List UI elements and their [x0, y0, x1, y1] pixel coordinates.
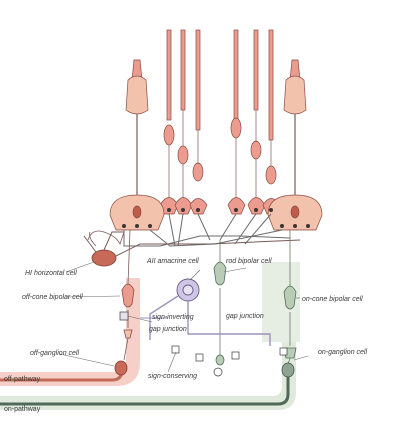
label-sign-inverting: sign-inverting: [152, 314, 194, 321]
label-gap-junction-left: gap junction: [149, 326, 187, 333]
label-sign-conserving: sign-conserving: [148, 373, 197, 380]
label-aii-amacrine-cell: AII amacrine cell: [147, 258, 199, 265]
label-hi-horizontal-cell: HI horizontal cell: [25, 270, 77, 277]
label-off-pathway: off-pathway: [4, 376, 40, 383]
label-rod-bipolar-cell: rod bipolar cell: [226, 258, 272, 265]
label-on-ganglion-cell: on-ganglion cell: [318, 349, 367, 356]
label-on-pathway: on-pathway: [4, 406, 40, 413]
label-off-ganglion-cell: off-ganglion cell: [30, 350, 79, 357]
label-gap-junction-right: gap junction: [226, 313, 264, 320]
label-off-cone-bipolar-cell: off-cone bipolar cell: [22, 294, 83, 301]
label-on-cone-bipolar-cell: on-cone bipolar cell: [302, 296, 363, 303]
